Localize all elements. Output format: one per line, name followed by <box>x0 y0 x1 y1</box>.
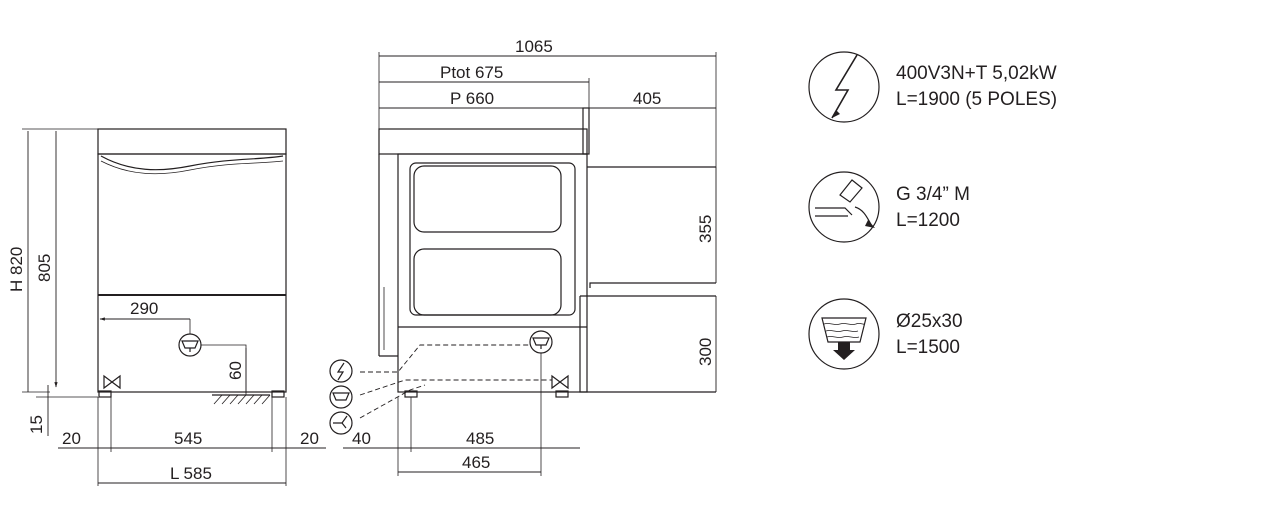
front-top-panel <box>97 128 287 155</box>
dim-405: 405 <box>633 89 661 108</box>
side-valve-icon <box>551 374 569 390</box>
legend-electric-line1: 400V3N+T 5,02kW <box>896 63 1057 84</box>
legend-water-line1: G 3/4” M <box>896 184 970 205</box>
front-foot-right <box>271 390 285 398</box>
side-handle <box>582 107 590 155</box>
side-view: 1065 Ptot 675 P 660 405 355 300 40 485 4… <box>329 37 717 476</box>
front-body <box>97 153 287 393</box>
front-view: 290 60 H 820 805 15 20 545 20 L 585 <box>7 128 326 486</box>
dim-40: 40 <box>352 429 371 448</box>
front-door-curve-inner <box>100 160 284 175</box>
connection-drain-icon <box>329 385 353 409</box>
dim-20-right: 20 <box>300 429 319 448</box>
dim-300: 300 <box>696 338 715 366</box>
legend-drain-line2: L=1500 <box>896 337 960 358</box>
electric-icon <box>808 51 880 123</box>
side-top-panel <box>378 128 588 155</box>
dim-465: 465 <box>462 453 490 472</box>
front-door-curve <box>100 155 284 171</box>
side-door-frame <box>409 162 576 316</box>
ground-hatch <box>212 394 271 405</box>
dim-h820: H 820 <box>7 247 26 292</box>
legend-electric: 400V3N+T 5,02kW L=1900 (5 POLES) <box>896 61 1057 113</box>
dim-355: 355 <box>696 215 715 243</box>
front-valve-icon <box>103 374 121 390</box>
dim-ptot675: Ptot 675 <box>440 63 503 82</box>
front-drain-icon <box>178 333 202 357</box>
dim-15: 15 <box>27 415 46 434</box>
connection-electric-icon <box>329 359 353 383</box>
legend-drain-line1: Ø25x30 <box>896 311 963 332</box>
legend-drain: Ø25x30 L=1500 <box>896 309 963 361</box>
connection-water-icon <box>329 411 353 435</box>
water-inlet-icon <box>808 171 880 243</box>
front-foot-left <box>98 390 112 398</box>
dim-805: 805 <box>35 254 54 282</box>
dim-485: 485 <box>466 429 494 448</box>
side-body <box>397 153 588 393</box>
drain-icon <box>808 298 880 370</box>
dim-20-left: 20 <box>62 429 81 448</box>
dim-l585: L 585 <box>170 464 212 483</box>
legend-water-line2: L=1200 <box>896 210 960 231</box>
dim-1065: 1065 <box>515 37 553 56</box>
side-window-lower <box>413 248 562 316</box>
dim-60: 60 <box>226 361 245 380</box>
side-window-upper <box>413 165 562 233</box>
dim-545: 545 <box>174 429 202 448</box>
dim-p660: P 660 <box>450 89 494 108</box>
legend-electric-line2: L=1900 (5 POLES) <box>896 89 1058 110</box>
dim-290: 290 <box>130 299 158 318</box>
side-foot-right <box>555 390 569 398</box>
legend-water: G 3/4” M L=1200 <box>896 182 970 234</box>
side-drain-icon <box>529 330 553 354</box>
